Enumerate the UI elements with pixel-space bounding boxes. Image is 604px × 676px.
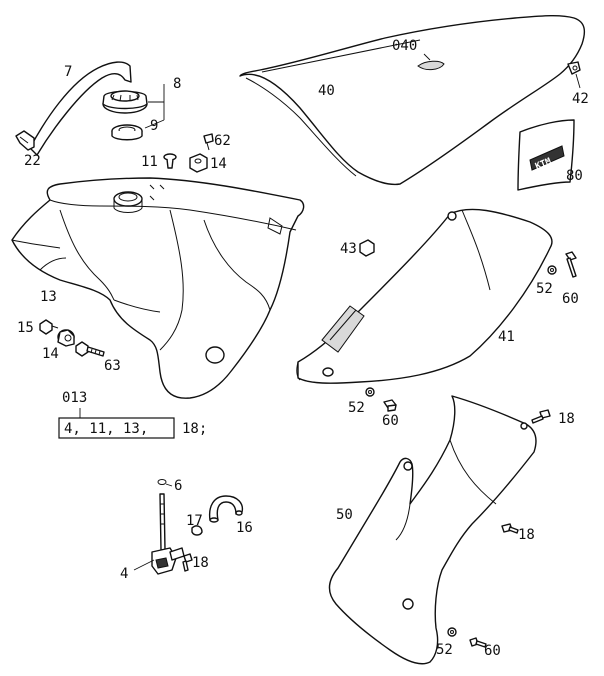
label-60-top: 60 [562, 291, 579, 307]
part-screw-18-upper [531, 409, 551, 424]
part-screw-18-tap [182, 553, 193, 572]
part-fuel-tap-4 [151, 493, 185, 575]
kit-box [58, 417, 175, 439]
label-16: 16 [236, 520, 253, 536]
part-fuel-cap-8 [102, 90, 148, 114]
part-ktm-decal-80: KTM [517, 119, 575, 191]
label-43: 43 [340, 241, 357, 257]
label-4: 4 [120, 566, 128, 582]
part-cap-seal-9 [111, 124, 143, 141]
label-17: 17 [186, 513, 203, 529]
part-screw-60-bottom [469, 637, 487, 648]
part-fuel-hose-7 [29, 61, 132, 156]
label-22: 22 [24, 153, 41, 169]
part-screw-60-mid [383, 399, 397, 412]
part-rubber-43 [359, 239, 375, 257]
label-60-mid: 60 [382, 413, 399, 429]
label-52-bottom: 52 [436, 642, 453, 658]
part-o-ring-6 [157, 479, 167, 485]
label-52-top: 52 [536, 281, 553, 297]
part-screw-11 [163, 153, 177, 169]
part-fuel-hose-16 [208, 495, 244, 523]
label-41: 41 [498, 329, 515, 345]
part-seat-40 [239, 15, 586, 186]
part-rubber-bushing-14-side [57, 329, 75, 347]
label-14-side: 14 [42, 346, 59, 362]
label-52-mid: 52 [348, 400, 365, 416]
label-6: 6 [174, 478, 182, 494]
label-18-upper: 18 [558, 411, 575, 427]
part-washer-52-bottom [447, 627, 457, 637]
part-washer-52-top [547, 265, 557, 275]
label-11: 11 [141, 154, 158, 170]
part-fitting-22 [15, 130, 35, 151]
part-number-plate-50 [328, 395, 537, 665]
label-62: 62 [214, 133, 231, 149]
label-15: 15 [17, 320, 34, 336]
label-50: 50 [336, 507, 353, 523]
label-18-tap: 18 [192, 555, 209, 571]
part-fuel-tank-13 [11, 177, 305, 399]
kit-contents: 4, 11, 13, [64, 421, 148, 437]
label-9: 9 [150, 118, 158, 134]
part-bolt-63 [75, 341, 105, 357]
part-screw-62 [203, 133, 214, 151]
label-40: 40 [318, 83, 335, 99]
kit-number-013: 013 [62, 390, 87, 406]
part-clip-17 [191, 525, 203, 536]
kit-extra: 18; [182, 421, 207, 437]
part-side-cover-41 [296, 208, 553, 384]
label-60-bottom: 60 [484, 643, 501, 659]
label-13: 13 [40, 289, 57, 305]
label-42: 42 [572, 91, 589, 107]
label-80: 80 [566, 168, 583, 184]
label-14-top: 14 [210, 156, 227, 172]
part-rubber-bushing-14-top [189, 153, 208, 173]
label-63: 63 [104, 358, 121, 374]
label-18-lower: 18 [518, 527, 535, 543]
label-040: 040 [392, 38, 417, 54]
label-8: 8 [173, 76, 181, 92]
part-screw-60-top [565, 251, 577, 278]
label-7: 7 [64, 64, 72, 80]
part-screw-15 [39, 319, 59, 335]
part-screw-18-lower [501, 523, 519, 534]
part-washer-52-mid [365, 387, 375, 397]
